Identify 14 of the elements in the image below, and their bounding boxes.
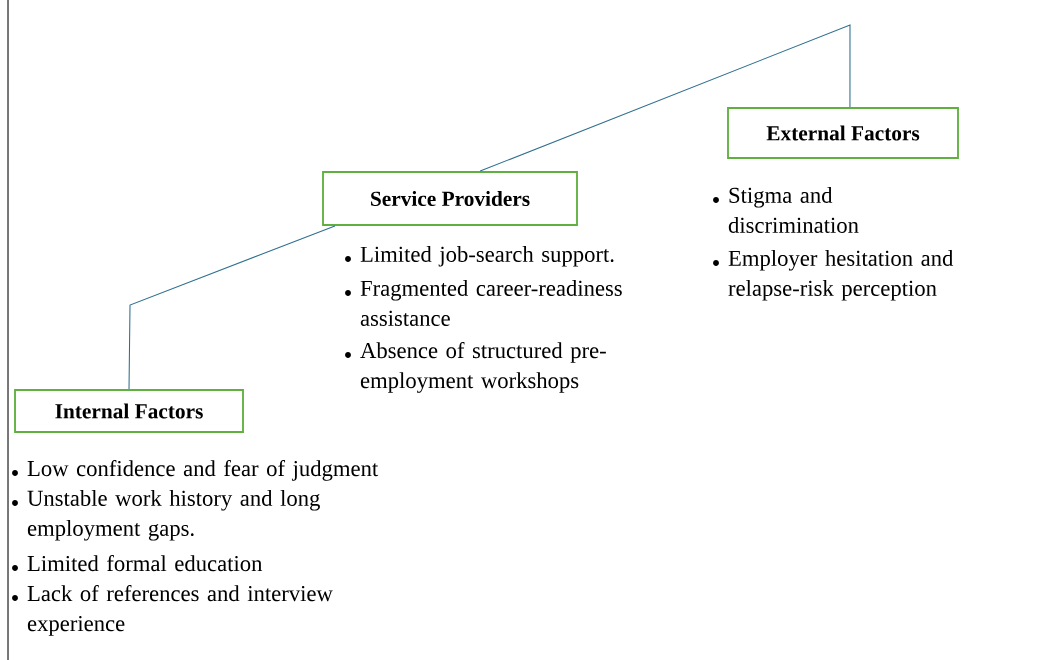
bullet-text: Fragmented career-readiness assistance	[360, 280, 622, 326]
factor-box: Service Providers	[322, 171, 578, 226]
connector-line	[479, 24, 851, 172]
bullet-text: Limited job-search support.	[360, 246, 614, 267]
bullet-text: Employer hesitation and relapse-risk perception	[728, 250, 954, 301]
connector-line	[128, 225, 336, 390]
bullet-text: Low confidence and fear of judgment	[27, 460, 379, 481]
bullet-text: Unstable work history and long employment gaps.	[27, 490, 320, 541]
factor-box: Internal Factors	[14, 389, 244, 433]
bullet-text: Stigma and discrimination	[728, 187, 859, 233]
bullet-text: Absence of structured pre-employment workshops	[360, 342, 606, 393]
bullet-text: Lack of references and interview experience	[27, 585, 333, 636]
factor-box: External Factors	[727, 107, 959, 159]
bullet-text: Limited formal education	[27, 555, 263, 572]
